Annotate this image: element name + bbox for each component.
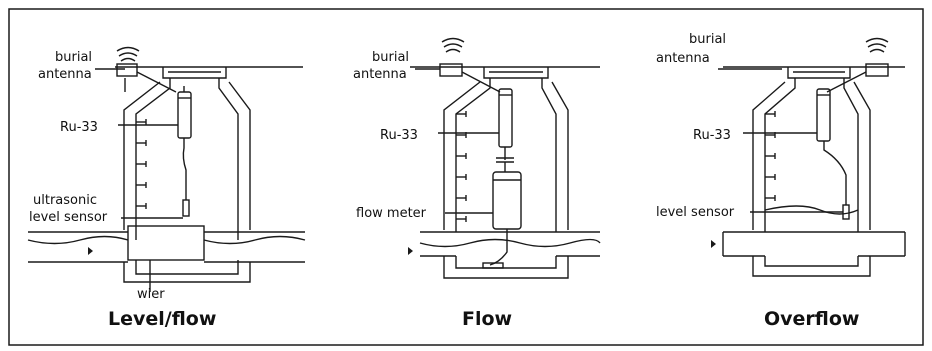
flow-arrow-icon <box>711 240 716 248</box>
chamber-wall-right <box>541 78 557 232</box>
chamber-wall-right <box>218 78 239 240</box>
sump <box>123 262 251 283</box>
caption-level-flow: Level/flow <box>108 308 216 330</box>
label-wier: wier <box>137 287 165 302</box>
label-antenna: antenna <box>656 51 710 66</box>
burial-antenna-icon <box>865 63 889 77</box>
caption-flow: Flow <box>462 308 512 330</box>
label-burial: burial <box>372 50 409 65</box>
label-level-sensor: level sensor <box>656 205 735 220</box>
label-burial: burial <box>689 32 726 47</box>
water-surface <box>27 235 129 245</box>
label-burial: burial <box>55 50 92 65</box>
ru-33-device <box>498 88 513 148</box>
label-ru-33: Ru-33 <box>60 120 98 135</box>
ladder <box>456 111 467 222</box>
diagram-border <box>8 8 924 346</box>
sump <box>443 256 569 279</box>
weir-block <box>127 225 205 261</box>
flow-sensor-pad <box>482 262 504 269</box>
sensor-cable <box>182 138 187 200</box>
burial-antenna-icon <box>439 63 463 77</box>
chamber-wall-left <box>455 78 491 232</box>
level-sensor-icon <box>842 204 850 220</box>
manhole-frame <box>483 67 549 79</box>
label-antenna: antenna <box>353 67 407 82</box>
chamber-wall-left <box>135 78 171 240</box>
water-surface <box>419 238 601 248</box>
antenna-waves-icon <box>865 37 889 53</box>
ladder <box>136 119 147 209</box>
panel-level-flow <box>27 46 306 292</box>
chamber-wall-left <box>764 78 796 232</box>
antenna-waves-icon <box>116 46 140 62</box>
label-ru-33: Ru-33 <box>693 128 731 143</box>
antenna-waves-icon <box>441 37 465 53</box>
ladder <box>765 111 776 201</box>
panel-flow <box>410 37 601 279</box>
label-flow-meter: flow meter <box>356 206 427 221</box>
label-level-sensor: level sensor <box>29 210 108 225</box>
antenna-cable <box>461 71 501 93</box>
antenna-cable <box>826 71 867 93</box>
ru-33-device <box>816 88 831 142</box>
ultrasonic-sensor-icon <box>182 199 190 217</box>
caption-overflow: Overflow <box>764 308 859 330</box>
burial-antenna-icon <box>116 63 138 77</box>
chamber-wall-right <box>843 78 859 232</box>
sensor-cable <box>823 141 847 205</box>
sump <box>752 256 871 277</box>
panel-overflow <box>718 37 906 277</box>
manhole-frame <box>787 67 851 79</box>
ru-33-device <box>177 91 192 139</box>
flow-arrow-icon <box>88 247 93 255</box>
water-surface <box>764 205 859 215</box>
label-antenna: antenna <box>38 67 92 82</box>
label-ru-33: Ru-33 <box>380 128 418 143</box>
flow-arrow-icon <box>408 247 413 255</box>
manhole-frame <box>162 67 227 79</box>
label-ultrasonic: ultrasonic <box>33 193 97 208</box>
